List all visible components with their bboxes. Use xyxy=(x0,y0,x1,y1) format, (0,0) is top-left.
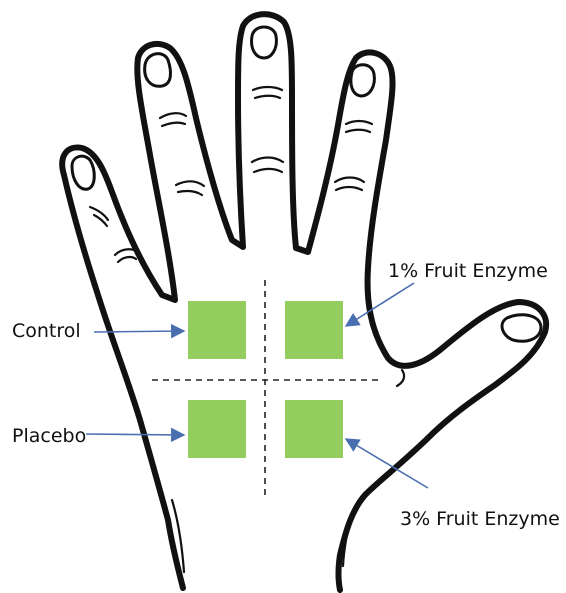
pinky-nail xyxy=(72,156,94,189)
middle-nail xyxy=(252,27,277,58)
ring-nail xyxy=(145,54,171,87)
arrow-icon xyxy=(86,434,184,435)
label-placebo: Placebo xyxy=(12,427,86,446)
label-1-percent-fruit-enzyme: 1% Fruit Enzyme xyxy=(388,262,548,281)
patch-3-percent-fruit-enzyme xyxy=(285,400,343,458)
middle-crease-2 xyxy=(255,96,280,98)
arrow-icon xyxy=(94,331,184,332)
pinky-crease-4 xyxy=(118,257,136,262)
patch-placebo xyxy=(188,400,246,458)
index-crease-4 xyxy=(336,187,362,190)
arrow-icon xyxy=(346,283,414,326)
index-crease-1 xyxy=(346,121,372,124)
patch-control xyxy=(188,301,246,359)
ring-crease-3 xyxy=(176,181,204,186)
index-crease-2 xyxy=(346,130,370,132)
label-control: Control xyxy=(12,322,81,341)
label-3-percent-fruit-enzyme: 3% Fruit Enzyme xyxy=(400,510,560,529)
middle-crease-1 xyxy=(253,87,282,90)
index-nail xyxy=(351,65,375,96)
ring-crease-4 xyxy=(178,191,202,195)
patch-1-percent-fruit-enzyme xyxy=(285,301,343,359)
middle-crease-4 xyxy=(254,169,282,172)
ring-crease-2 xyxy=(162,123,185,126)
thumb-nail xyxy=(502,315,541,341)
ring-crease-1 xyxy=(160,113,186,118)
middle-crease-3 xyxy=(252,158,283,163)
index-crease-3 xyxy=(335,178,364,183)
thumb-crease xyxy=(397,370,404,386)
